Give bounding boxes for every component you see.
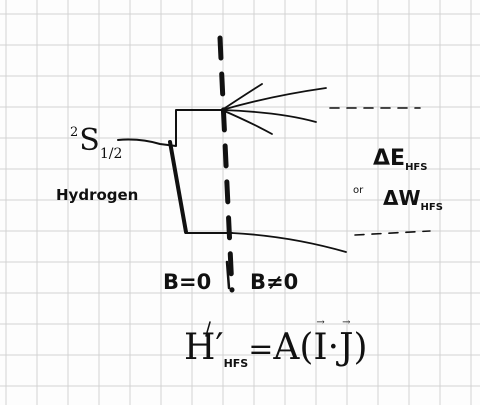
zeeman-branch-flat bbox=[221, 109, 317, 123]
prime-tick bbox=[205, 321, 211, 337]
state-letter: S bbox=[79, 123, 100, 158]
delta-w-symbol: ΔW bbox=[383, 186, 421, 210]
state-term-label: 2S1/2 bbox=[70, 123, 122, 162]
zeeman-branch-upper bbox=[221, 87, 327, 111]
hyperfine-split-connector bbox=[168, 140, 188, 234]
delta-e-subscript: HFS bbox=[405, 162, 428, 173]
close-paren: ) bbox=[353, 327, 368, 368]
field-boundary-dashed-line bbox=[217, 35, 235, 293]
nonzero-field-label: B≠0 bbox=[250, 270, 299, 294]
lower-reference-dashes bbox=[354, 230, 431, 236]
zeeman-branch-top bbox=[221, 83, 263, 111]
delta-e-symbol: ΔE bbox=[373, 146, 406, 171]
zeeman-branch-down bbox=[221, 109, 273, 135]
ground-level-line bbox=[117, 109, 223, 147]
or-connector-label: or bbox=[353, 185, 364, 196]
delta-e-label: ΔEHFS bbox=[373, 146, 428, 173]
state-superscript: 2 bbox=[70, 125, 79, 140]
coupling-constant: A bbox=[273, 327, 300, 368]
field-label-divider bbox=[225, 260, 231, 290]
state-subscript: 1/2 bbox=[99, 146, 123, 162]
lower-level-field-line bbox=[231, 232, 347, 253]
equals-sign: = bbox=[248, 332, 274, 367]
hamiltonian-symbol: H′ bbox=[184, 327, 224, 368]
nuclear-spin-operator: I bbox=[313, 330, 327, 366]
open-paren: ( bbox=[299, 327, 314, 368]
electron-angular-momentum-operator: J bbox=[339, 330, 353, 366]
delta-w-label: ΔWHFS bbox=[383, 186, 443, 213]
hamiltonian-subscript: HFS bbox=[223, 357, 249, 370]
zero-field-label: B=0 bbox=[163, 270, 212, 294]
hamiltonian-equation: H′HFS=A(I·J) bbox=[184, 327, 368, 370]
species-label: Hydrogen bbox=[56, 186, 139, 204]
delta-w-subscript: HFS bbox=[420, 202, 443, 213]
dot-operator: · bbox=[327, 327, 340, 368]
